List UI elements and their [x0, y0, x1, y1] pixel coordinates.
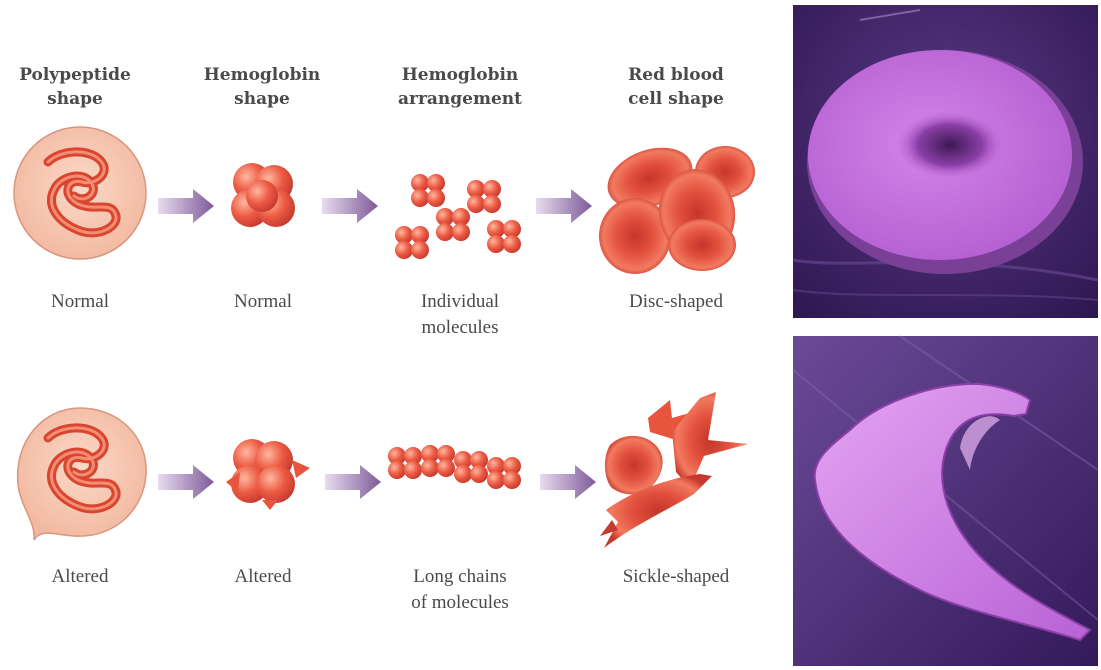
altered-arrow-3-icon — [540, 465, 596, 499]
normal-hemoglobin-icon — [231, 163, 295, 227]
caption-line: Individual — [380, 289, 540, 315]
normal-rbc-micrograph — [793, 5, 1098, 318]
altered-arrow-2-icon — [325, 465, 381, 499]
disc-shaped-cells-icon — [599, 137, 755, 274]
sickle-rbc-micrograph — [793, 336, 1098, 666]
individual-molecules-icon — [395, 174, 521, 259]
normal-arrow-2-icon — [322, 189, 378, 223]
caption-line: Long chains — [380, 564, 540, 590]
normal-polypeptide-label: Normal — [0, 289, 160, 315]
caption-line: molecules — [380, 315, 540, 341]
caption-line: of molecules — [380, 590, 540, 616]
normal-arrow-3-icon — [536, 189, 592, 223]
altered-hemoglobin-icon — [226, 439, 310, 510]
altered-hemoglobin-label: Altered — [183, 564, 343, 590]
altered-arrow-1-icon — [158, 465, 214, 499]
altered-polypeptide-label: Altered — [0, 564, 160, 590]
altered-polypeptide-icon — [18, 408, 146, 540]
normal-polypeptide-icon — [14, 127, 146, 259]
sickle-shaped-label: Sickle-shaped — [596, 564, 756, 590]
molecule-chain-icon — [388, 445, 521, 489]
disc-shaped-label: Disc-shaped — [596, 289, 756, 315]
long-chains-label: Long chains of molecules — [380, 564, 540, 616]
normal-arrow-1-icon — [158, 189, 214, 223]
sickle-shaped-cells-icon — [600, 392, 748, 548]
normal-hemoglobin-label: Normal — [183, 289, 343, 315]
individual-molecules-label: Individual molecules — [380, 289, 540, 341]
